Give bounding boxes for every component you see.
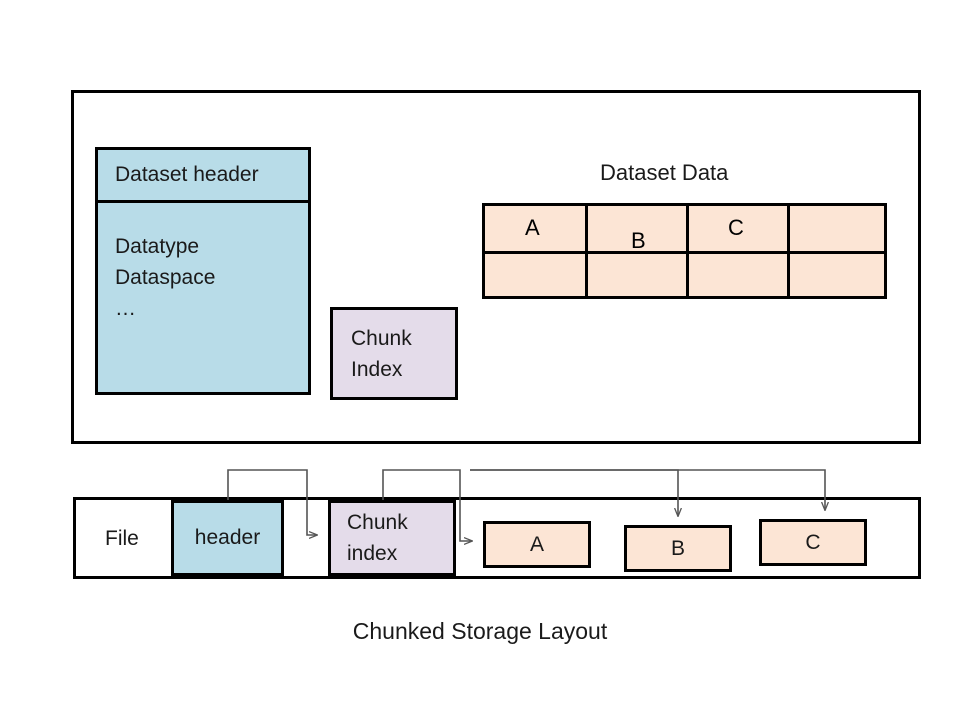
table-cell-c: C (728, 215, 744, 240)
file-header-box: header (171, 500, 284, 576)
table-cell-a: A (525, 215, 540, 240)
dataset-data-table: A B C (482, 203, 887, 299)
dataset-header-title-bar: Dataset header (98, 150, 308, 203)
file-label: File (105, 527, 139, 550)
figure-caption: Chunked Storage Layout (352, 618, 608, 644)
file-chunk-index-box: Chunk index (328, 500, 456, 576)
dataset-data-caption: Dataset Data (600, 160, 729, 185)
file-chunk-c-label: C (805, 530, 821, 554)
file-chunk-a: A (483, 521, 591, 568)
table-row-divider (485, 251, 884, 254)
file-chunk-b: B (624, 525, 732, 572)
dataset-header-title-label: Dataset header (115, 163, 259, 186)
file-header-label: header (194, 526, 261, 549)
dataset-header-block: Dataset header Datatype Dataspace … (95, 147, 311, 395)
chunk-index-box-top: Chunk Index (330, 307, 458, 400)
dataset-header-properties: Datatype Dataspace … (98, 203, 308, 398)
file-chunk-b-label: B (670, 536, 685, 560)
chunk-index-top-line1: Chunk (351, 326, 412, 350)
file-chunk-a-label: A (529, 532, 544, 556)
dataset-property-datatype: Datatype (115, 235, 200, 258)
dataset-property-ellipsis: … (115, 297, 136, 320)
table-cell-b: B (631, 228, 646, 253)
file-chunk-index-line1: Chunk (347, 511, 408, 534)
file-chunk-index-line2: index (347, 542, 398, 565)
chunk-index-top-line2: Index (351, 357, 403, 381)
file-chunk-c: C (759, 519, 867, 566)
dataset-property-dataspace: Dataspace (115, 266, 216, 289)
